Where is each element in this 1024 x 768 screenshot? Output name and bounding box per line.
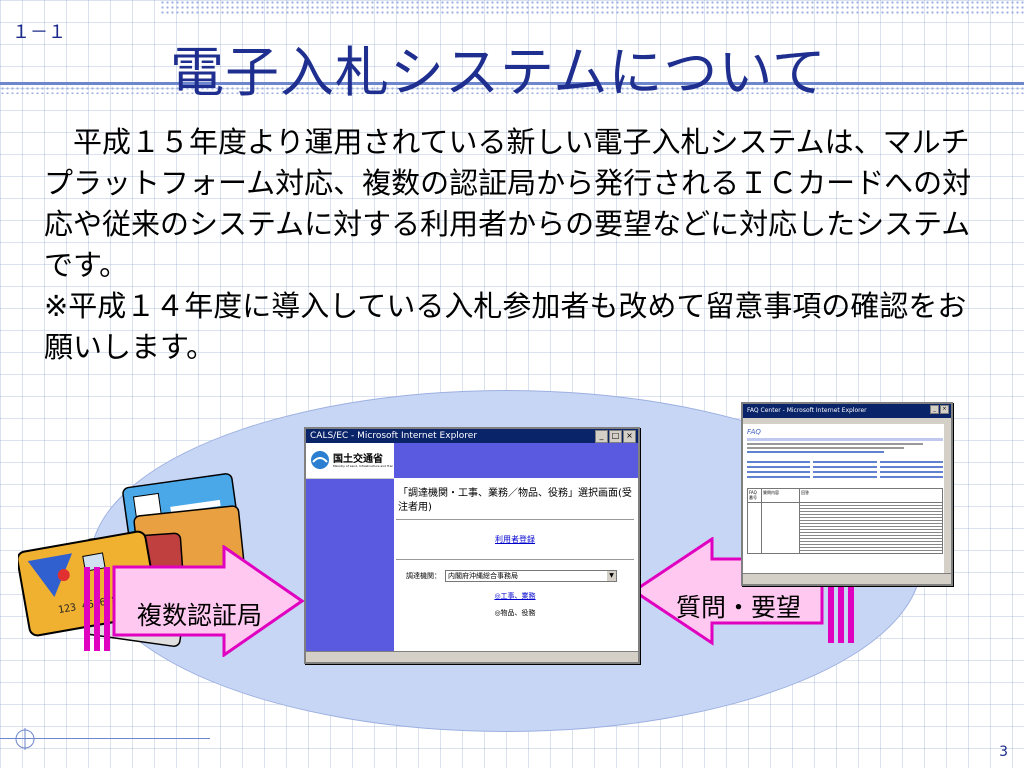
faq-col-question: 質問内容: [762, 489, 800, 502]
user-registration-link[interactable]: 利用者登録: [495, 535, 535, 544]
center-window-statusbar: [306, 651, 638, 662]
works-option-link[interactable]: ◎工事、業務: [494, 592, 536, 600]
page-number: 3: [999, 744, 1008, 760]
bottom-left-circle-icon: [15, 728, 35, 750]
center-browser-window: CALS/EC - Microsoft Internet Explorer _ …: [304, 427, 640, 664]
center-window-content: 「調達機関・工事、業務／物品、役務」選択画面(受注者用) 利用者登録 調達機関：…: [396, 483, 634, 650]
agency-select[interactable]: 内閣府沖縄総合事務局 ▼: [445, 570, 617, 582]
right-close-button[interactable]: ×: [940, 405, 949, 414]
title-divider-top: [0, 82, 1024, 85]
ministry-logo-icon: [311, 451, 329, 469]
goods-option-text[interactable]: ◎物品、役務: [494, 609, 536, 617]
faq-col-number: FAQ番号: [748, 489, 762, 502]
left-arrow-label: 複数認証局: [137, 601, 263, 630]
ministry-logo-subtext: Ministry of Land, Infrastructure and Tra…: [333, 464, 393, 468]
page-title: 電子入札システムについて: [170, 41, 827, 104]
close-button[interactable]: ×: [623, 430, 636, 443]
right-window-content: FAQ FAQ番号 質問内容 回答: [747, 428, 943, 572]
center-window-header: 国土交通省 Ministry of Land, Infrastructure a…: [306, 443, 394, 479]
center-window-titlebar: CALS/EC - Microsoft Internet Explorer _ …: [306, 429, 638, 443]
paragraph-1: 平成１５年度より運用されている新しい電子入札システムは、マルチプラットフォーム対…: [44, 125, 972, 282]
right-window-scrollbar[interactable]: [944, 424, 951, 574]
maximize-button[interactable]: □: [609, 430, 622, 443]
minimize-button[interactable]: _: [595, 430, 608, 443]
ministry-logo-text: 国土交通省: [333, 454, 383, 465]
bottom-divider: [0, 738, 210, 739]
right-window-toolbar: [743, 418, 951, 424]
body-text: 平成１５年度より運用されている新しい電子入札システムは、マルチプラットフォーム対…: [44, 122, 974, 368]
agency-select-value: 内閣府沖縄総合事務局: [448, 572, 518, 580]
chevron-down-icon: ▼: [607, 571, 616, 581]
faq-heading: FAQ: [747, 428, 761, 436]
right-minimize-button[interactable]: _: [930, 405, 939, 414]
selection-heading: 「調達機関・工事、業務／物品、役務」選択画面(受注者用): [396, 483, 634, 520]
left-arrow: [84, 545, 304, 657]
right-window-title: FAQ Center - Microsoft Internet Explorer: [747, 407, 867, 414]
right-arrow-label: 質問・要望: [676, 593, 802, 622]
center-window-topbar: [394, 443, 638, 478]
faq-col-answer: 回答: [801, 490, 809, 495]
center-window-title: CALS/EC - Microsoft Internet Explorer: [310, 431, 478, 441]
paragraph-2: ※平成１４年度に導入している入札参加者も改めて留意事項の確認をお願いします。: [44, 289, 967, 364]
slide-id: １－１: [12, 22, 66, 43]
agency-label: 調達機関：: [406, 572, 441, 580]
title-divider-pattern: [0, 86, 1024, 94]
right-window-statusbar: [743, 573, 951, 584]
right-browser-window: FAQ Center - Microsoft Internet Explorer…: [741, 402, 953, 586]
right-window-titlebar: FAQ Center - Microsoft Internet Explorer…: [743, 404, 951, 418]
top-pattern-band: [160, 0, 1024, 16]
center-window-sidebar: [306, 479, 394, 652]
faq-table: FAQ番号 質問内容 回答: [747, 488, 943, 554]
